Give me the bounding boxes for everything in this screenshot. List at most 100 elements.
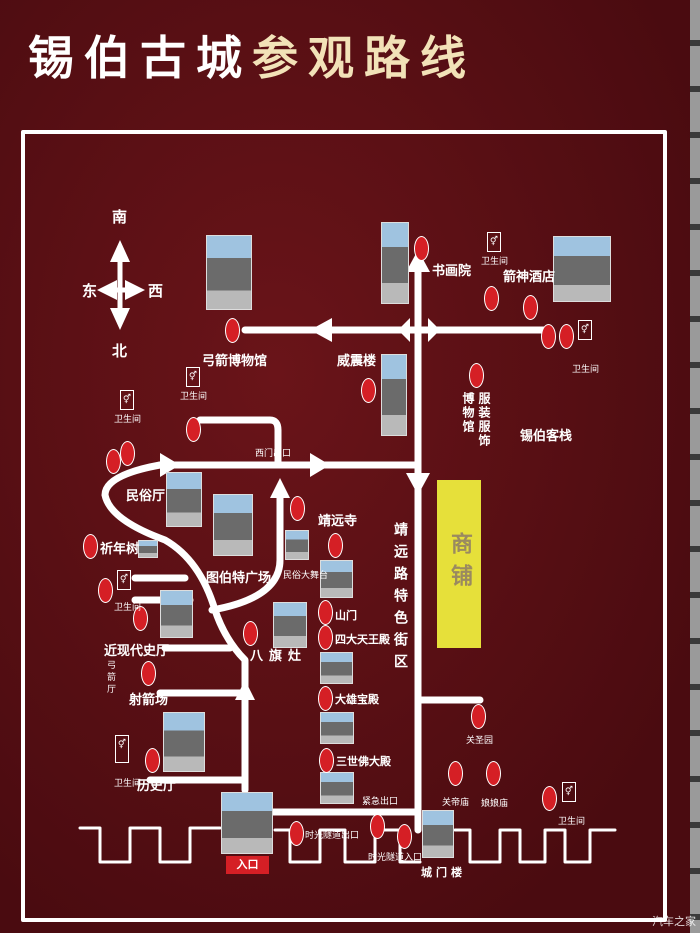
poi-dot[interactable]	[145, 748, 160, 773]
label-weizhenlou: 威震楼	[337, 354, 377, 369]
poi-dot[interactable]	[318, 686, 333, 711]
photo-shuhuayuan	[381, 222, 409, 304]
watermark: 汽车之家	[652, 915, 696, 928]
photo-jinxiandai	[160, 590, 193, 638]
poi-dot[interactable]	[361, 378, 376, 403]
toilet-label: 卫生间	[558, 817, 586, 827]
photo-daxiong	[320, 712, 354, 744]
route-lines	[101, 258, 549, 834]
poi-dot[interactable]	[484, 286, 499, 311]
label-clothing-museum-a: 博物馆	[461, 392, 475, 434]
poi-dot[interactable]	[120, 441, 135, 466]
label-folk-stage: 民俗大舞台	[283, 571, 329, 581]
poi-dot[interactable]	[243, 621, 258, 646]
title-accent: 参观路线	[252, 31, 476, 85]
toilet-label: 卫生间	[481, 257, 509, 267]
photo-qiniánshu	[138, 540, 158, 558]
toilet-label: 卫生间	[114, 779, 142, 789]
entrance-label[interactable]: 入口	[226, 856, 269, 874]
label-jingyuansi: 靖远寺	[318, 514, 358, 529]
toilet-icon: ⚥	[120, 390, 134, 410]
poi-dot[interactable]	[559, 324, 574, 349]
label-shejianchang: 射箭场	[129, 693, 169, 708]
photo-shanmen	[320, 560, 353, 598]
label-guanshengyuan: 关圣园	[466, 736, 494, 746]
poi-dot[interactable]	[319, 748, 334, 773]
poi-dot[interactable]	[541, 324, 556, 349]
photo-folk-stage	[285, 530, 309, 560]
page-title: 锡伯古城参观路线	[28, 22, 476, 88]
compass-west: 西	[148, 282, 164, 300]
toilet-icon: ⚥	[562, 782, 576, 802]
label-minsuting: 民俗厅	[126, 489, 166, 504]
photo-entrance-gate	[221, 792, 273, 854]
label-ximen-exit: 西门出口	[255, 449, 292, 459]
poi-dot[interactable]	[469, 363, 484, 388]
poi-dot[interactable]	[523, 295, 538, 320]
label-sidatianwang: 四大天王殿	[335, 633, 390, 646]
toilet-icon: ⚥	[578, 320, 592, 340]
label-shanmen: 山门	[335, 609, 357, 622]
frame-border	[21, 130, 667, 922]
label-baqizao: 八旗灶	[250, 649, 308, 664]
poi-dot[interactable]	[318, 600, 333, 625]
poi-dot[interactable]	[542, 786, 557, 811]
photo-chengmenlou	[422, 810, 454, 858]
label-daxiong: 大雄宝殿	[335, 693, 379, 706]
photo-lishiting	[163, 712, 205, 772]
label-chengmenlou: 城门楼	[421, 866, 466, 879]
label-xibo-inn: 锡伯客栈	[520, 429, 573, 444]
title-main: 锡伯古城	[28, 31, 252, 85]
poi-dot[interactable]	[318, 625, 333, 650]
poi-dot[interactable]	[133, 606, 148, 631]
toilet-icon: ⚥	[186, 367, 200, 387]
poi-dot[interactable]	[290, 496, 305, 521]
poi-dot[interactable]	[289, 821, 304, 846]
photo-jianshen-hotel	[553, 236, 611, 302]
label-jianshen-hotel: 箭神酒店	[503, 270, 556, 285]
label-tubote-square: 图伯特广场	[206, 571, 272, 586]
label-jinxiandai: 近现代史厅	[104, 644, 170, 659]
shop-area: 商铺	[437, 480, 481, 648]
toilet-icon: ⚥	[487, 232, 501, 252]
compass-north: 北	[112, 342, 128, 360]
poi-dot[interactable]	[98, 578, 113, 603]
toilet-icon: ⚥	[115, 735, 129, 763]
label-gongjian-museum: 弓箭博物馆	[202, 354, 268, 369]
photo-sidatianwang	[320, 652, 353, 684]
label-sanshifo: 三世佛大殿	[336, 755, 391, 768]
toilet-icon: ⚥	[117, 570, 131, 590]
toilet-label: 卫生间	[180, 392, 208, 402]
poi-dot[interactable]	[225, 318, 240, 343]
poi-dot[interactable]	[471, 704, 486, 729]
poi-dot[interactable]	[448, 761, 463, 786]
photo-gongjian-museum	[206, 235, 252, 310]
label-qiniánshu: 祈年树	[100, 542, 140, 557]
photo-sanshifo	[320, 772, 354, 804]
label-street: 靖远路特色街区	[392, 522, 408, 676]
photo-tubote-square	[213, 494, 253, 556]
label-tunnel-exit: 时光隧道出口	[305, 831, 360, 841]
poi-dot[interactable]	[414, 236, 429, 261]
photo-baqizao	[273, 602, 307, 648]
label-lishiting: 历史厅	[137, 779, 177, 794]
poi-dot[interactable]	[397, 824, 412, 849]
poi-dot[interactable]	[141, 661, 156, 686]
label-shuhuayuan: 书画院	[432, 264, 472, 279]
poi-dot[interactable]	[186, 417, 201, 442]
label-niangniangmiao: 娘娘庙	[481, 799, 509, 809]
toilet-label: 卫生间	[114, 603, 142, 613]
poi-dot[interactable]	[106, 449, 121, 474]
toilet-label: 卫生间	[114, 415, 142, 425]
poi-dot[interactable]	[486, 761, 501, 786]
label-emergency-exit: 紧急出口	[362, 797, 399, 807]
label-guandimiao: 关帝庙	[442, 798, 470, 808]
poi-dot[interactable]	[328, 533, 343, 558]
photo-minsuting	[166, 472, 202, 527]
label-gongjianting: 弓箭厅	[105, 660, 115, 696]
poi-dot[interactable]	[83, 534, 98, 559]
toilet-label: 卫生间	[572, 365, 600, 375]
compass-east: 东	[82, 282, 98, 300]
poi-dot[interactable]	[370, 814, 385, 839]
